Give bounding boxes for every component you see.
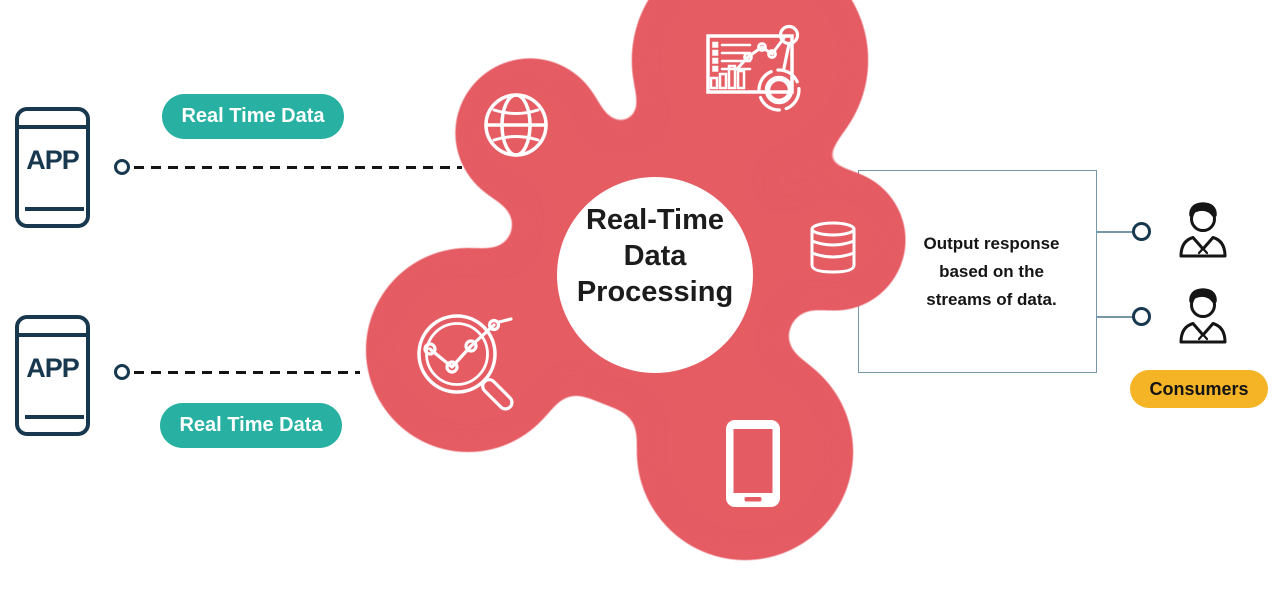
connector-dot-source-2 <box>114 364 130 380</box>
search-analytics-icon <box>417 314 514 411</box>
person-icon <box>1179 202 1227 258</box>
connector-dot-consumer-1 <box>1132 222 1151 241</box>
connector-line-consumer-1 <box>1097 231 1135 233</box>
dashed-line-source-2 <box>134 371 360 374</box>
dashed-line-source-1 <box>134 166 462 169</box>
database-icon <box>810 221 856 274</box>
consumers-badge: Consumers <box>1130 370 1268 408</box>
output-response-text: Output response based on the streams of … <box>923 233 1060 309</box>
smartphone-icon <box>726 420 780 507</box>
real-time-data-label: Real Time Data <box>181 105 325 127</box>
phone-bottom-line <box>25 415 84 419</box>
hub-circle <box>557 177 753 373</box>
output-response-box: Output response based on the streams of … <box>858 170 1097 373</box>
connector-dot-source-1 <box>114 159 130 175</box>
hub-title-line1: Real-Time <box>585 204 725 236</box>
consumers-label: Consumers <box>1149 378 1249 399</box>
analytics-dashboard-icon <box>706 24 801 112</box>
real-time-data-badge-2: Real Time Data <box>160 403 342 448</box>
person-icon <box>1179 288 1227 344</box>
connector-dot-consumer-2 <box>1132 307 1151 326</box>
hub-title-line3: Processing <box>576 276 734 308</box>
connector-line-consumer-2 <box>1097 316 1135 318</box>
hub-title: Real-Time Data Processing <box>545 202 765 310</box>
app-label: APP <box>26 353 80 383</box>
app-source-1-icon: APP <box>15 107 90 228</box>
phone-top-line <box>19 333 86 337</box>
real-time-data-badge-1: Real Time Data <box>162 94 344 139</box>
app-label: APP <box>26 145 80 175</box>
app-source-2-icon: APP <box>15 315 90 436</box>
phone-top-line <box>19 125 86 129</box>
real-time-data-label: Real Time Data <box>179 414 323 436</box>
globe-icon <box>484 93 548 157</box>
hub-title-line2: Data <box>623 240 687 272</box>
phone-bottom-line <box>25 207 84 211</box>
